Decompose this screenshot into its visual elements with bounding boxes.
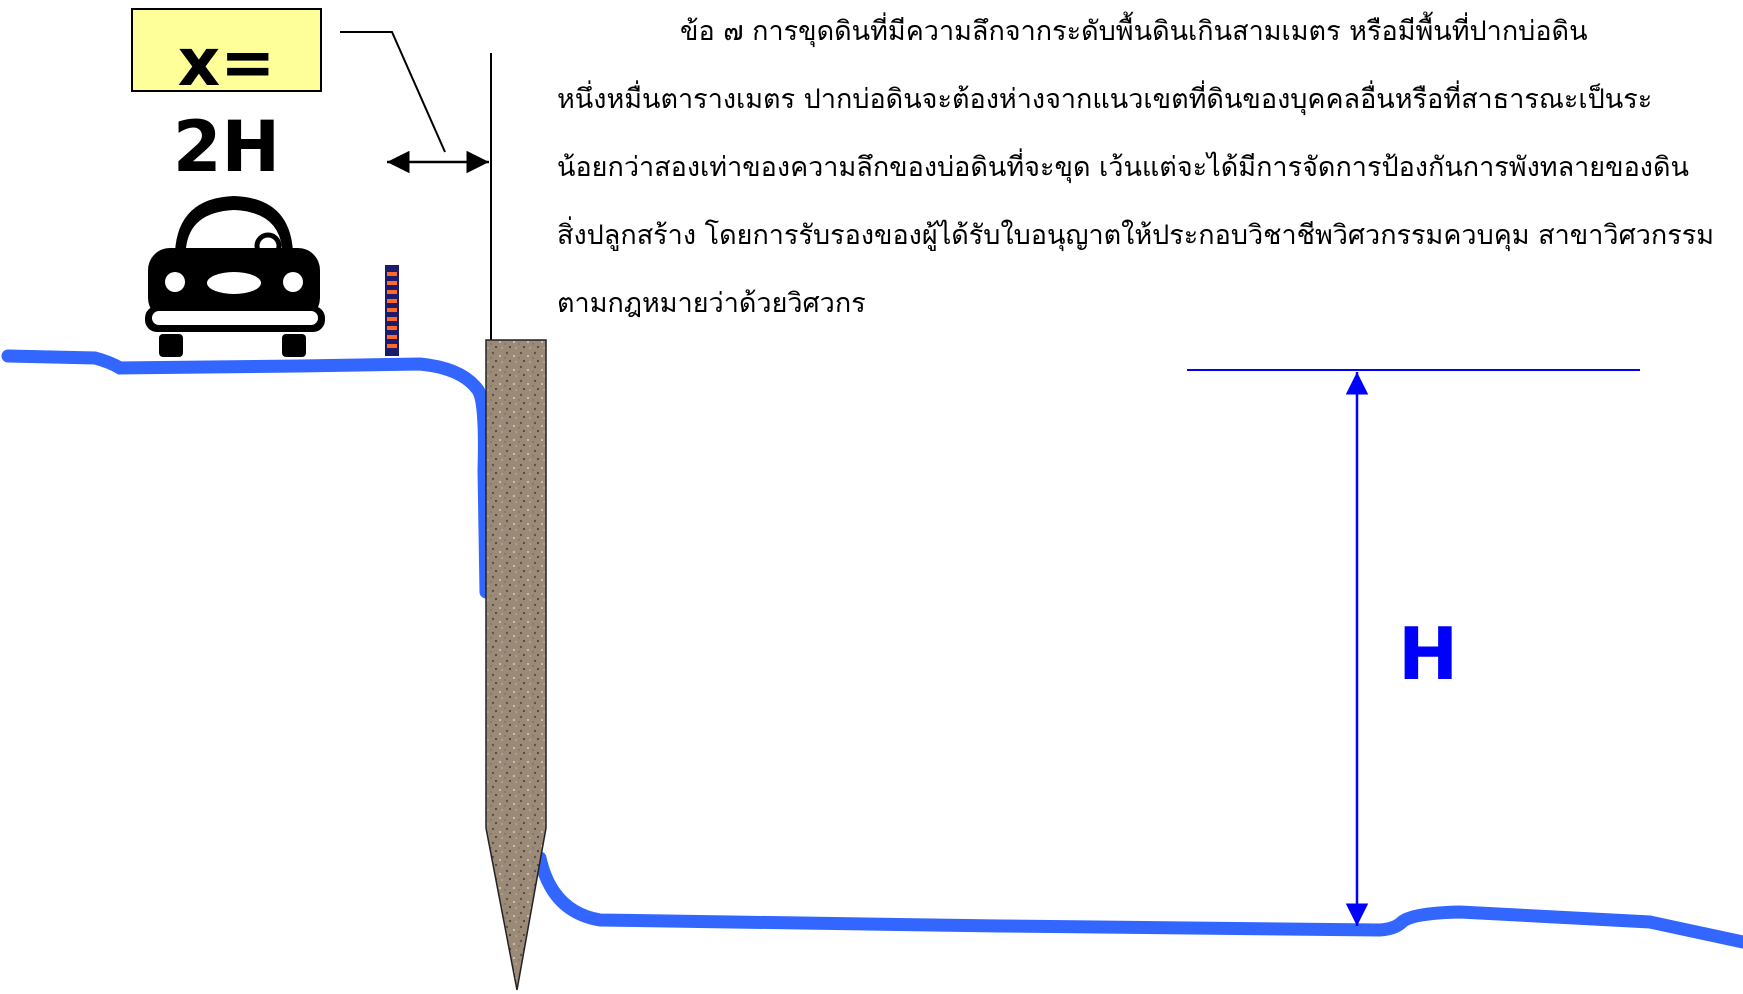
car-icon: [145, 196, 325, 357]
regulation-line: สิ่งปลูกสร้าง โดยการรับรองของผู้ได้รับใบ…: [557, 220, 1715, 251]
label-leader-line: [340, 31, 446, 153]
depth-label: H: [1398, 612, 1459, 696]
regulation-line: ข้อ ๗ การขุดดินที่มีความลึกจากระดับพื้นด…: [680, 16, 1588, 47]
regulation-line: ตามกฎหมายว่าด้วยวิศวกร: [557, 288, 866, 319]
barrier-post: [385, 265, 399, 356]
regulation-line: น้อยกว่าสองเท่าของความลึกของบ่อดินที่จะข…: [557, 152, 1689, 183]
sheet-pile: [485, 339, 547, 991]
regulation-text: ข้อ ๗ การขุดดินที่มีความลึกจากระดับพื้นด…: [557, 10, 1743, 350]
setback-label: x=: [177, 24, 276, 101]
setback-label-box: [131, 8, 322, 92]
setback-value: 2H: [172, 106, 281, 188]
excavation-bottom-line: [533, 851, 1743, 949]
regulation-line: หนึ่งหมื่นตารางเมตร ปากบ่อดินจะต้องห่างจ…: [557, 84, 1653, 115]
ground-surface-line: [1, 349, 493, 599]
